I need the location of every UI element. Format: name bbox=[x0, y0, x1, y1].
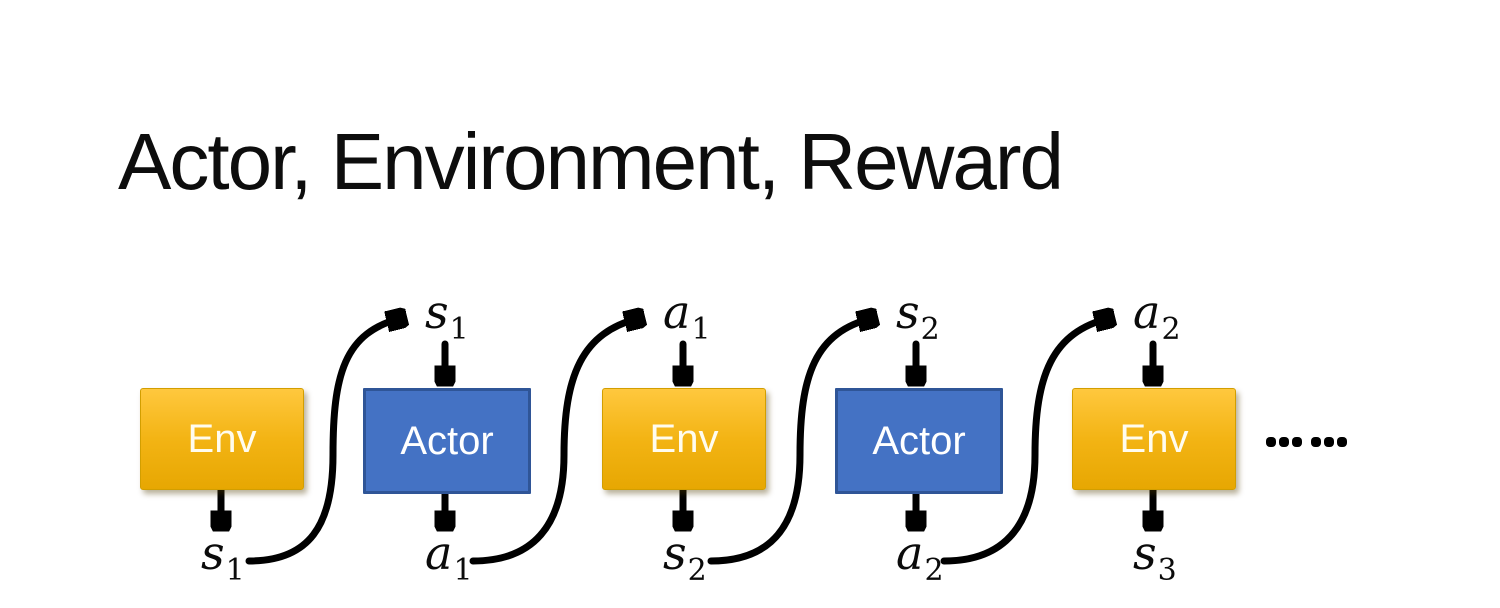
a1-transfer-arrow bbox=[469, 318, 640, 565]
actor-box-2: Actor bbox=[835, 388, 1003, 494]
s2-transfer-arrow bbox=[707, 318, 873, 565]
label-s1-top: s1 bbox=[425, 285, 469, 347]
env-box-2: Env bbox=[602, 388, 766, 490]
label-s1-bottom: s1 bbox=[201, 526, 245, 588]
s1-transfer-arrow bbox=[245, 318, 402, 565]
label-a2-top: a2 bbox=[1133, 285, 1181, 347]
env-box-1: Env bbox=[140, 388, 304, 490]
ellipsis-group-1 bbox=[1266, 437, 1302, 447]
label-s2-bottom: s2 bbox=[663, 526, 707, 588]
label-a1-top: a1 bbox=[663, 285, 711, 347]
ellipsis-dots bbox=[1266, 437, 1347, 447]
label-s2-top: s2 bbox=[896, 285, 940, 347]
a2-transfer-arrow bbox=[940, 318, 1110, 565]
env-box-3: Env bbox=[1072, 388, 1236, 490]
env-box-2-label: Env bbox=[649, 417, 719, 461]
label-s3-bottom: s3 bbox=[1133, 526, 1177, 588]
label-a1-bottom: a1 bbox=[425, 526, 473, 588]
slide-title: Actor, Environment, Reward bbox=[118, 117, 1064, 206]
label-a2-bottom: a2 bbox=[896, 526, 944, 588]
env-box-3-label: Env bbox=[1119, 417, 1189, 461]
actor-box-1-label: Actor bbox=[400, 419, 494, 463]
actor-box-1: Actor bbox=[363, 388, 531, 494]
env-box-1-label: Env bbox=[187, 417, 257, 461]
actor-box-2-label: Actor bbox=[872, 419, 966, 463]
ellipsis-group-2 bbox=[1311, 437, 1347, 447]
